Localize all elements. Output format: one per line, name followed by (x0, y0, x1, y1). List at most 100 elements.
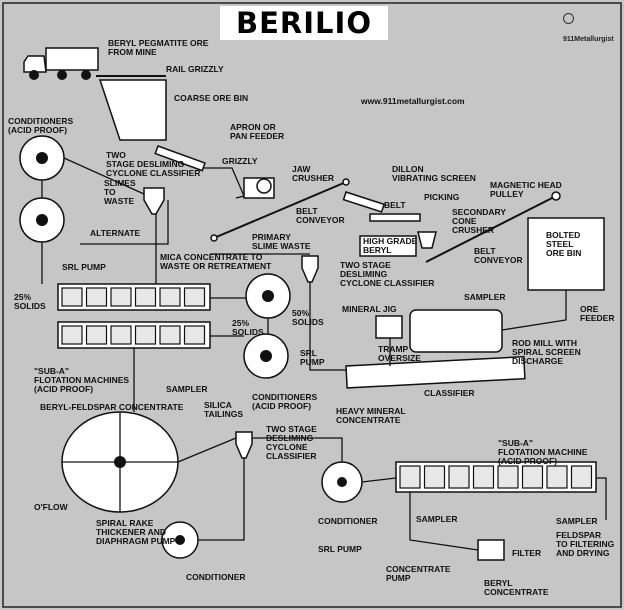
label-conditioners-top: CONDITIONERS(ACID PROOF) (8, 116, 74, 135)
label-mineral-jig: MINERAL JIG (342, 304, 397, 314)
label-solids-25-b: 25%SOLIDS (232, 318, 264, 337)
cyclone-3-icon (235, 431, 253, 459)
title-banner: BERILIO (220, 6, 388, 40)
mineral-jig-icon (375, 315, 403, 339)
flotation-cell (183, 325, 206, 345)
vibrating-screen-icon (342, 191, 385, 213)
flotation-cell (159, 325, 181, 345)
label-coarse-ore-bin: COARSE ORE BIN (174, 93, 248, 103)
ore-bin-icon (527, 217, 605, 291)
label-flotation-machine-2: "SUB-A"FLOTATION MACHINE(ACID PROOF) (498, 438, 588, 466)
flotation-cell (134, 325, 157, 345)
label-conditioners-mid: CONDITIONERS(ACID PROOF) (252, 392, 318, 411)
grizzly-chute (204, 167, 245, 199)
cone-crusher-icon (417, 231, 437, 249)
label-classifier: CLASSIFIER (424, 388, 475, 398)
cyclone-1-icon (143, 187, 165, 215)
coarse-ore-bin-icon (98, 79, 167, 141)
flotation-cell (399, 465, 421, 489)
high-grade-beryl-box (359, 235, 417, 257)
label-srl-pump-3: SRL PUMP (318, 544, 362, 554)
label-sampler-2: SAMPLER (166, 384, 208, 394)
label-oflow: O'FLOW (34, 502, 69, 512)
label-conditioner-1: CONDITIONER (186, 572, 246, 582)
flotation-cell (110, 325, 132, 345)
brand-logo: 911Metallurgist (563, 10, 615, 43)
label-sampler-4: SAMPLER (556, 516, 598, 526)
label-sampler-3: SAMPLER (416, 514, 458, 524)
label-rail-grizzly: RAIL GRIZZLY (166, 64, 224, 74)
flotation-cell (85, 287, 108, 307)
label-sampler-1: SAMPLER (464, 292, 506, 302)
flotation-cell (570, 465, 593, 489)
flotation-cell (61, 287, 83, 307)
picking-belt-icon (369, 213, 421, 222)
belt-conveyor-1 (213, 181, 347, 239)
label-filter: FILTER (512, 548, 541, 558)
apron-feeder-icon (154, 145, 206, 172)
classifier-icon (345, 355, 526, 389)
flotation-cell (497, 465, 519, 489)
website-url: www.911metallurgist.com (361, 96, 465, 106)
label-solids-50: 50%SOLIDS (292, 308, 324, 327)
jaw-crusher-icon (243, 177, 275, 199)
label-belt: BELT (384, 200, 406, 210)
label-solids-25-a: 25%SOLIDS (14, 292, 46, 311)
flotation-cell (472, 465, 495, 489)
brand-name: 911Metallurgist (563, 36, 614, 43)
brand-ring-icon (563, 13, 574, 25)
label-conditioner-2: CONDITIONER (318, 516, 378, 526)
flotation-cell (448, 465, 470, 489)
magnetic-pulley-icon (551, 191, 561, 201)
flotation-cell (546, 465, 568, 489)
flotation-cell (423, 465, 446, 489)
cyclone-2-icon (301, 255, 319, 283)
flotation-cell (521, 465, 544, 489)
truck-icon (23, 47, 99, 80)
flotation-cell (183, 287, 206, 307)
label-srl-pump-1: SRL PUMP (62, 262, 106, 272)
label-beryl-feldspar: BERYL-FELDSPAR CONCENTRATE (40, 402, 184, 412)
flotation-cell (159, 287, 181, 307)
flotation-cell (134, 287, 157, 307)
page-title: BERILIO (236, 6, 372, 40)
flotation-cell (61, 325, 83, 345)
rod-mill-icon (409, 309, 503, 353)
label-alternate: ALTERNATE (90, 228, 141, 238)
flow-lines (41, 157, 607, 551)
flotation-cell (85, 325, 108, 345)
belt-conveyor-2 (425, 195, 557, 263)
label-grizzly: GRIZZLY (222, 156, 258, 166)
flotation-cell (110, 287, 132, 307)
label-flotation-sub-a: "SUB-A"FLOTATION MACHINES(ACID PROOF) (34, 366, 129, 394)
label-picking: PICKING (424, 192, 460, 202)
